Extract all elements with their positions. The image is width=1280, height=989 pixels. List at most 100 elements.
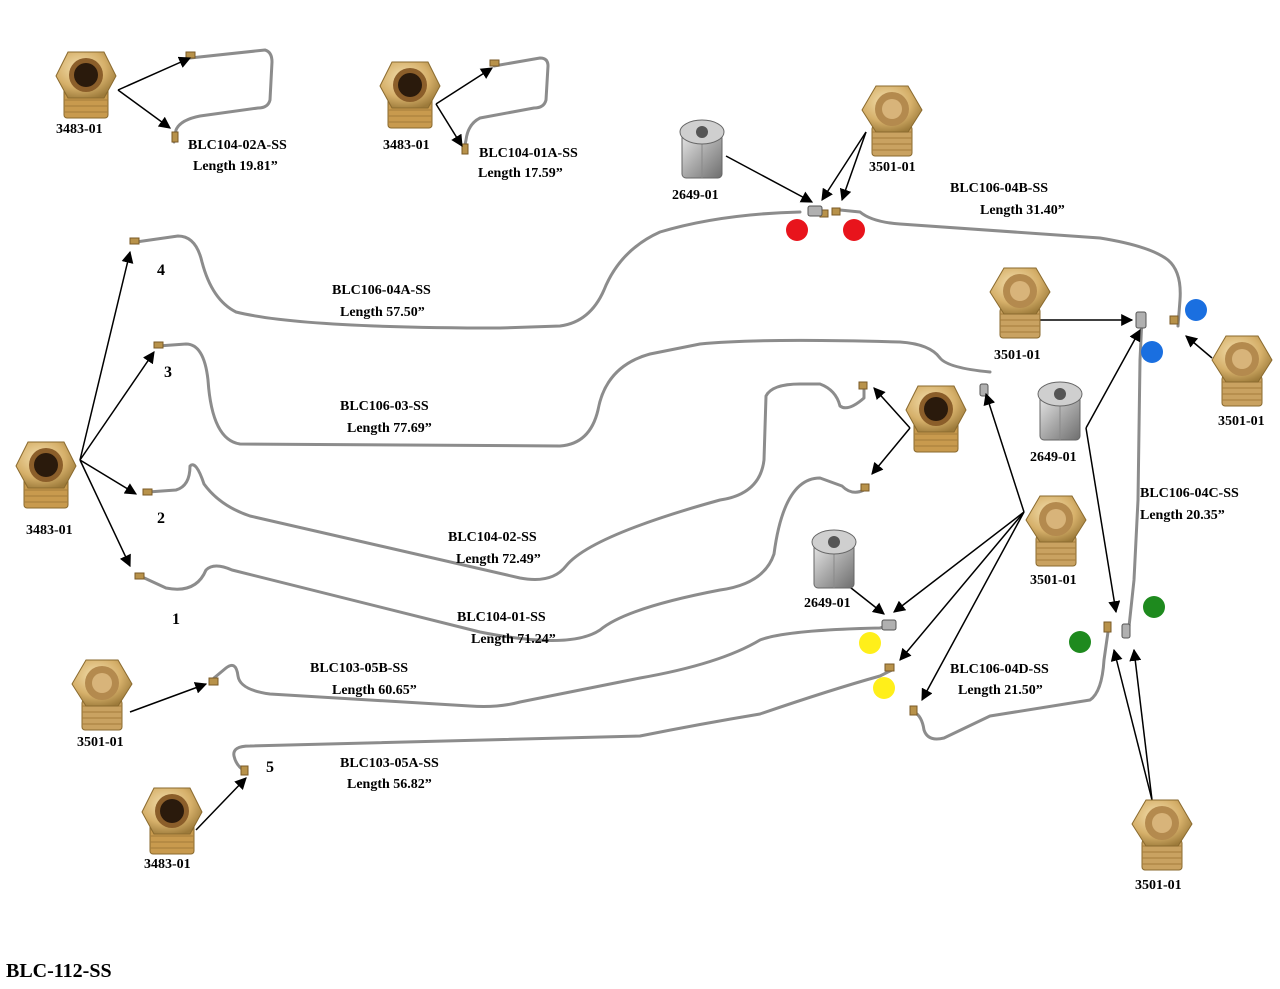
arrow xyxy=(1129,648,1153,801)
line-length-label: Length 19.81” xyxy=(193,159,278,174)
line-part-label: BLC103-05B-SS xyxy=(310,661,409,676)
arrow xyxy=(195,777,247,831)
fitting-label: 3501-01 xyxy=(1030,573,1077,588)
tube-nut xyxy=(489,59,500,67)
line-part-label: BLC106-03-SS xyxy=(340,399,429,414)
tube-blc104-01a xyxy=(462,56,550,152)
line-length-label: Length 60.65” xyxy=(332,683,417,698)
fitting-label: 3501-01 xyxy=(77,735,124,750)
fitting-label: 3501-01 xyxy=(1135,878,1182,893)
fitting-3501-01-icon xyxy=(1025,495,1087,567)
fitting-label: 3483-01 xyxy=(383,138,430,153)
fitting-3501-01-icon xyxy=(1211,335,1273,407)
arrow xyxy=(1185,335,1213,359)
fitting-3501-01-icon xyxy=(71,659,133,731)
port-number-2: 2 xyxy=(157,510,165,527)
fitting-label: 3501-01 xyxy=(994,348,1041,363)
arrow xyxy=(435,103,463,148)
fitting-3501-01-icon xyxy=(989,267,1051,339)
tube-nut xyxy=(1121,623,1131,639)
tube-nut xyxy=(240,765,249,776)
line-part-label: BLC104-01-SS xyxy=(457,610,546,625)
tube-nut xyxy=(909,705,918,716)
line-length-label: Length 72.49” xyxy=(456,552,541,567)
tube-blc106-03 xyxy=(156,338,992,448)
tube-nut xyxy=(1135,311,1147,329)
arrow xyxy=(893,511,1025,613)
line-length-label: Length 56.82” xyxy=(347,777,432,792)
tube-blc104-02 xyxy=(146,382,866,581)
fitting-label: 3483-01 xyxy=(26,523,73,538)
tube-nut xyxy=(881,619,897,631)
line-part-label: BLC104-02-SS xyxy=(448,530,537,545)
arrow xyxy=(435,67,494,105)
line-length-label: Length 17.59” xyxy=(478,166,563,181)
fitting-label: 2649-01 xyxy=(1030,450,1077,465)
fitting-3501-01-icon xyxy=(1131,799,1193,871)
arrow xyxy=(725,155,814,203)
green-marker xyxy=(1143,596,1165,618)
fitting-2649-01-icon xyxy=(679,119,725,179)
yellow-marker xyxy=(859,632,881,654)
line-part-label: BLC106-04C-SS xyxy=(1140,486,1239,501)
tube-nut xyxy=(134,572,145,580)
arrow xyxy=(79,459,131,568)
arrow xyxy=(921,511,1025,702)
tube-nut xyxy=(208,677,219,686)
fitting-label: 2649-01 xyxy=(672,188,719,203)
kit-number: BLC-112-SS xyxy=(6,960,112,982)
port-number-1: 1 xyxy=(172,611,180,628)
tube-nut xyxy=(129,237,140,245)
line-part-label: BLC103-05A-SS xyxy=(340,756,439,771)
arrow xyxy=(129,682,208,713)
green-marker xyxy=(1069,631,1091,653)
tube-nut xyxy=(1169,315,1179,325)
arrow xyxy=(79,250,134,461)
tube-nut xyxy=(1103,621,1112,633)
tube-blc106-04a xyxy=(134,210,802,330)
fitting-3501-01-icon xyxy=(861,85,923,157)
tube-blc103-05a xyxy=(232,668,894,774)
arrow xyxy=(839,131,867,202)
line-length-label: Length 71.24” xyxy=(471,632,556,647)
tube-nut xyxy=(860,483,870,492)
line-part-label: BLC106-04B-SS xyxy=(950,181,1049,196)
tube-nut xyxy=(884,663,895,672)
tube-nut xyxy=(171,131,179,143)
blue-marker xyxy=(1185,299,1207,321)
red-marker xyxy=(843,219,865,241)
arrow xyxy=(117,56,192,91)
line-part-label: BLC106-04A-SS xyxy=(332,283,431,298)
fitting-label: 2649-01 xyxy=(804,596,851,611)
line-part-label: BLC104-02A-SS xyxy=(188,138,287,153)
tube-nut xyxy=(858,381,868,390)
red-marker xyxy=(786,219,808,241)
line-length-label: Length 20.35” xyxy=(1140,508,1225,523)
arrow xyxy=(1085,328,1141,429)
fitting-label: 3483-01 xyxy=(144,857,191,872)
fitting-2649-01-icon xyxy=(811,529,857,589)
arrow xyxy=(871,427,911,475)
yellow-marker xyxy=(873,677,895,699)
tube-blc103-05b xyxy=(212,624,890,708)
fitting-3483-01-icon xyxy=(141,787,203,855)
arrow xyxy=(1085,427,1121,614)
line-length-label: Length 77.69” xyxy=(347,421,432,436)
fitting-3483-01-icon xyxy=(379,61,441,129)
arrow xyxy=(79,351,155,461)
arrow xyxy=(845,583,885,615)
fitting-label: 3483-01 xyxy=(56,122,103,137)
blue-marker xyxy=(1141,341,1163,363)
fitting-3483-01-icon xyxy=(905,385,967,453)
port-number-3: 3 xyxy=(164,364,172,381)
tube-nut xyxy=(831,207,841,216)
port-number-5: 5 xyxy=(266,759,274,776)
tube-nut xyxy=(807,205,823,217)
fitting-2649-01-icon xyxy=(1037,381,1083,441)
arrow xyxy=(1110,648,1153,801)
line-length-label: Length 31.40” xyxy=(980,203,1065,218)
line-part-label: BLC104-01A-SS xyxy=(479,146,578,161)
arrow xyxy=(983,392,1025,513)
tube-blc104-02a xyxy=(172,48,274,144)
